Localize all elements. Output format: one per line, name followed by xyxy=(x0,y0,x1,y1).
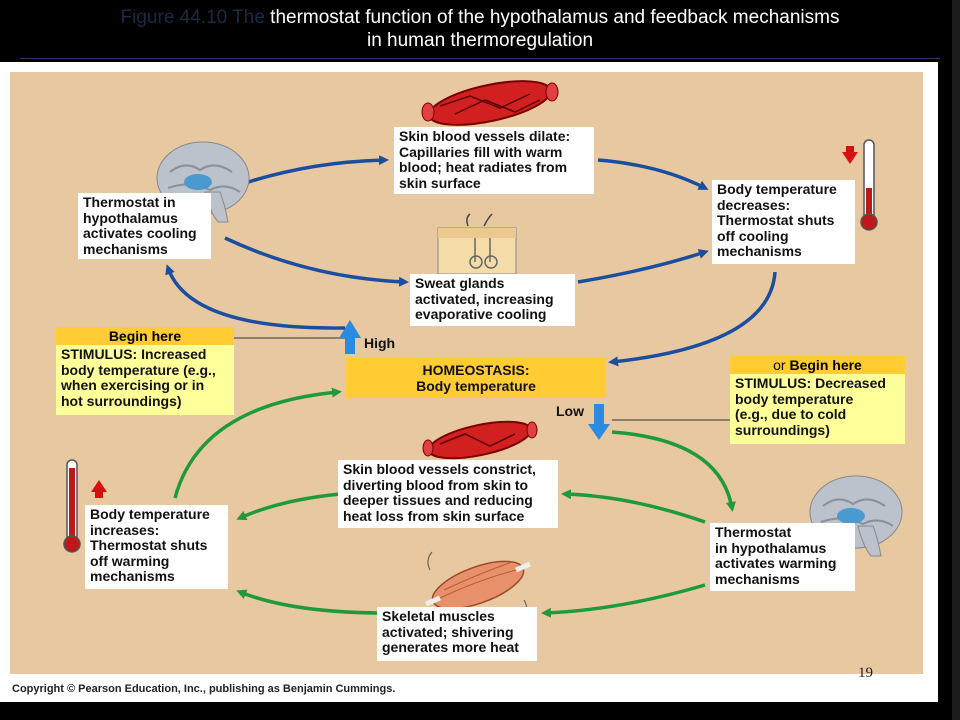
title-line2: in human thermoregulation xyxy=(366,30,594,51)
down-arrow-icon xyxy=(588,404,610,440)
copyright-text: Copyright © Pearson Education, Inc., pub… xyxy=(12,683,396,695)
arrow-shiver-to-increase xyxy=(236,589,379,615)
up-indicator-icon xyxy=(91,480,107,498)
arrow-stimulus-to-thermostat xyxy=(165,264,346,330)
vessels-constrict-box: Skin blood vessels constrict, diverting … xyxy=(338,460,558,528)
thermostat-cooling-box: Thermostat in hypothalamus activates coo… xyxy=(78,193,211,259)
warming-arrows xyxy=(173,387,736,618)
cooling-arrows xyxy=(165,155,777,367)
arrow-to-constrict xyxy=(561,489,706,524)
arrow-dilate-to-decrease xyxy=(597,158,709,190)
arrow-to-sweat xyxy=(224,236,409,287)
stimulus-decreased-text: STIMULUS: Decreased body temperature (e.… xyxy=(735,375,886,438)
up-arrow-icon xyxy=(339,320,361,354)
temperature-decreases-box: Body temperature decreases: Thermostat s… xyxy=(712,180,855,264)
arrow-decrease-to-homeostasis xyxy=(608,271,777,367)
sweat-glands-box: Sweat glands activated, increasing evapo… xyxy=(410,274,575,326)
vessels-dilate-box: Skin blood vessels dilate: Capillaries f… xyxy=(394,127,594,194)
down-indicator-icon xyxy=(842,146,858,164)
arrow-sweat-to-decrease xyxy=(577,249,709,284)
blood-vessel-icon xyxy=(421,80,559,126)
arrow-increase-to-homeostasis xyxy=(173,387,342,499)
homeostasis-label: HOMEOSTASIS: xyxy=(422,362,530,378)
skeletal-muscles-box: Skeletal muscles activated; shivering ge… xyxy=(377,607,537,661)
temperature-increases-box: Body temperature increases: Thermostat s… xyxy=(85,505,228,589)
arrow-constrict-to-increase xyxy=(236,492,341,521)
begin-here-label: Begin here xyxy=(56,327,234,345)
page-number: 19 xyxy=(858,665,873,681)
title-faded-prefix: Figure 44.10 The xyxy=(120,7,271,28)
high-label: High xyxy=(364,335,396,351)
title-divider xyxy=(20,58,940,59)
arrow-stimulus-to-warming xyxy=(611,430,736,512)
slide-edge xyxy=(952,0,960,720)
or-begin-here-label: or Begin here xyxy=(730,356,905,374)
homeostasis-box: HOMEOSTASIS: Body temperature xyxy=(346,358,606,398)
thermometer-icon xyxy=(63,459,81,553)
thermometer-icon xyxy=(860,139,878,231)
sweat-gland-icon xyxy=(437,213,517,275)
homeostasis-sublabel: Body temperature xyxy=(416,378,536,394)
slide-title: Figure 44.10 The thermostat function of … xyxy=(0,6,960,52)
blood-vessel-icon xyxy=(422,420,538,460)
stimulus-increased-text: STIMULUS: Increased body temperature (e.… xyxy=(61,346,216,409)
arrow-to-shiver xyxy=(541,583,706,618)
thermostat-warming-box: Thermostat in hypothalamus activates war… xyxy=(710,523,855,591)
title-main: thermostat function of the hypothalamus … xyxy=(270,7,840,28)
low-label: Low xyxy=(556,403,584,419)
stimulus-decreased-box: or Begin here STIMULUS: Decreased body t… xyxy=(730,356,905,444)
stimulus-increased-box: Begin here STIMULUS: Increased body temp… xyxy=(56,327,234,415)
